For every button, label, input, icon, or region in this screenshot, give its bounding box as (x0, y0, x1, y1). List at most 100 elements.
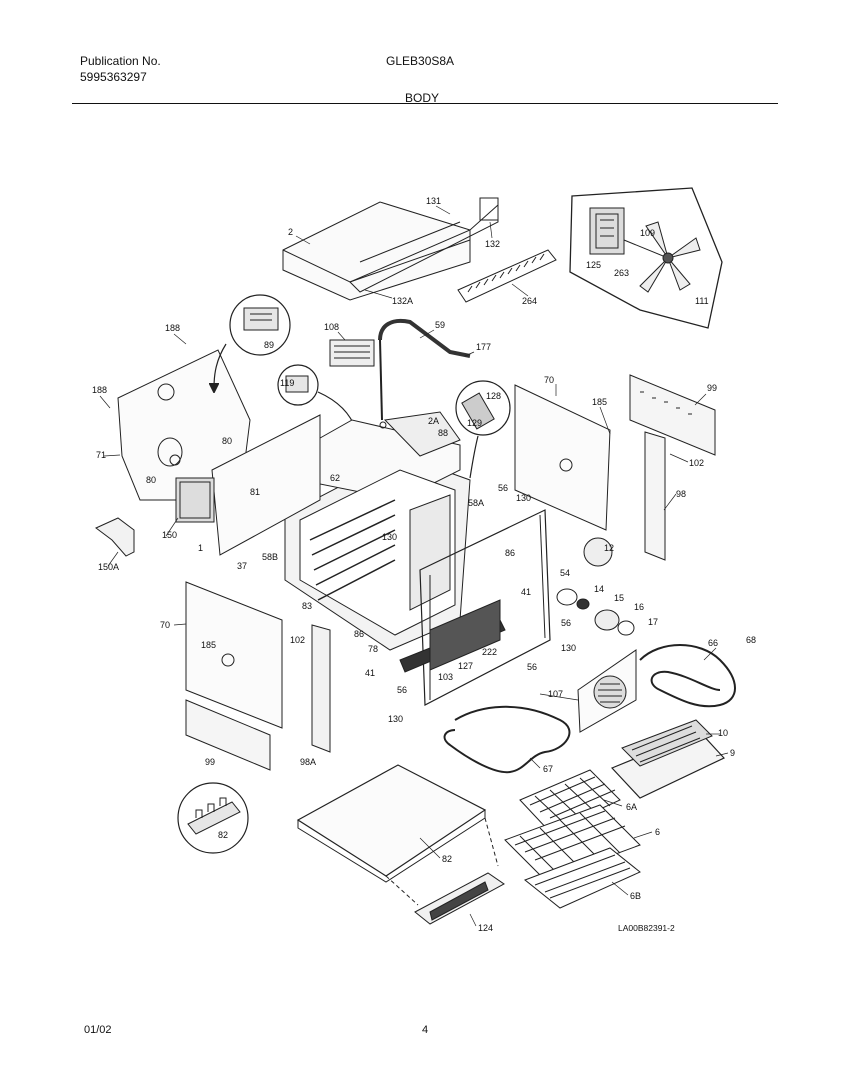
callout-70: 70 (544, 375, 554, 385)
callout-130: 130 (388, 714, 403, 724)
bottom-bracket-inset (177, 782, 249, 854)
callout-89: 89 (264, 340, 274, 350)
oven-racks-part (504, 769, 641, 909)
callout-54: 54 (560, 568, 570, 578)
fan-cover-part (577, 649, 637, 733)
callout-67: 67 (543, 764, 553, 774)
bake-element-part (443, 705, 571, 774)
callout-labels: 2 131 132 132A 264 125 109 263 111 188 1… (92, 196, 756, 933)
broiler-pan-part (610, 719, 725, 799)
bottom-panel-part (296, 764, 487, 883)
callout-78: 78 (368, 644, 378, 654)
storage-drawer-part (385, 817, 505, 925)
callout-80: 80 (146, 475, 156, 485)
callout-6: 6 (655, 827, 660, 837)
callout-107: 107 (548, 689, 563, 699)
callout-185: 185 (592, 397, 607, 407)
callout-17: 17 (648, 617, 658, 627)
convection-fan-inset (569, 187, 723, 329)
callout-83: 83 (302, 601, 312, 611)
callout-81: 81 (250, 487, 260, 497)
callout-109: 109 (640, 228, 655, 238)
callout-130: 130 (382, 532, 397, 542)
callout-9: 9 (730, 748, 735, 758)
callout-99: 99 (205, 757, 215, 767)
light-socket-inset (455, 380, 511, 479)
oven-cavity-part (284, 411, 471, 651)
callout-16: 16 (634, 602, 644, 612)
convection-element-part (639, 644, 736, 708)
convection-motor-part (556, 537, 635, 636)
callout-124: 124 (478, 923, 493, 933)
door-frame-part (399, 509, 551, 706)
header-rule (72, 103, 778, 104)
callout-37: 37 (237, 561, 247, 571)
callout-2A: 2A (428, 416, 439, 426)
callout-130: 130 (561, 643, 576, 653)
callout-150A: 150A (98, 562, 119, 572)
callout-59: 59 (435, 320, 445, 330)
callout-185: 185 (201, 640, 216, 650)
vent-grille-part (457, 249, 557, 303)
callout-58B: 58B (262, 552, 278, 562)
callout-177: 177 (476, 342, 491, 352)
wire-harness-part (329, 319, 471, 421)
callout-56: 56 (561, 618, 571, 628)
callout-129: 129 (467, 418, 482, 428)
callout-58A: 58A (468, 498, 484, 508)
callout-119: 119 (280, 378, 294, 388)
callout-1: 1 (198, 543, 203, 553)
callout-131: 131 (426, 196, 441, 206)
left-side-panel-part (175, 414, 321, 556)
callout-111: 111 (695, 296, 709, 306)
callout-68: 68 (746, 635, 756, 645)
callout-56: 56 (397, 685, 407, 695)
callout-98A: 98A (300, 757, 316, 767)
callout-132A: 132A (392, 296, 413, 306)
callout-108: 108 (324, 322, 339, 332)
callout-264: 264 (522, 296, 537, 306)
callout-86: 86 (354, 629, 364, 639)
model-number: GLEB30S8A (386, 54, 455, 68)
callout-82: 82 (218, 830, 228, 840)
callout-12: 12 (604, 543, 614, 553)
page-number: 4 (422, 1024, 429, 1036)
callout-132: 132 (485, 239, 500, 249)
callout-103: 103 (438, 672, 453, 682)
callout-127: 127 (458, 661, 473, 671)
callout-102: 102 (689, 458, 704, 468)
callout-6A: 6A (626, 802, 637, 812)
callout-66: 66 (708, 638, 718, 648)
callout-188: 188 (92, 385, 107, 395)
callout-10: 10 (718, 728, 728, 738)
callout-62: 62 (330, 473, 340, 483)
callout-15: 15 (614, 593, 624, 603)
callout-222: 222 (482, 647, 497, 657)
control-bracket-part (629, 374, 716, 561)
callout-188: 188 (165, 323, 180, 333)
callout-102: 102 (290, 635, 305, 645)
callout-6B: 6B (630, 891, 641, 901)
thermostat-inset (214, 294, 291, 388)
callout-56: 56 (527, 662, 537, 672)
callout-2: 2 (288, 227, 293, 237)
callout-41: 41 (365, 668, 375, 678)
section-title: BODY (405, 91, 440, 105)
publication-label: Publication No. (80, 54, 161, 68)
callout-80: 80 (222, 436, 232, 446)
callout-263: 263 (614, 268, 629, 278)
diagram-reference-code: LA00B82391-2 (618, 923, 675, 933)
callout-41: 41 (521, 587, 531, 597)
callout-130: 130 (516, 493, 531, 503)
publication-number: 5995363297 (80, 70, 147, 84)
callout-14: 14 (594, 584, 604, 594)
bracket-part (95, 517, 135, 557)
callout-125: 125 (586, 260, 601, 270)
top-cover-part (282, 197, 499, 301)
callout-128: 128 (486, 391, 501, 401)
footer-date: 01/02 (84, 1024, 112, 1036)
callout-86: 86 (505, 548, 515, 558)
callout-70: 70 (160, 620, 170, 630)
callout-71: 71 (96, 450, 106, 460)
